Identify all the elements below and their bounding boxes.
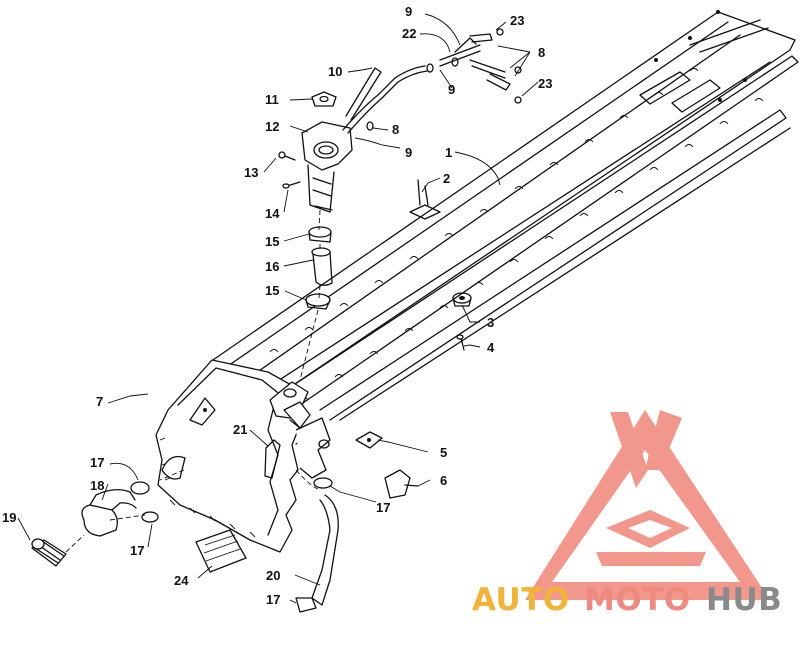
gasket-part-11	[311, 91, 337, 107]
callout-9a: 9	[405, 4, 412, 19]
pad-part-24	[195, 529, 247, 573]
screw-part-13	[278, 151, 296, 161]
brand-word-moto: MOTO	[584, 582, 691, 618]
callout-11: 11	[265, 92, 279, 107]
callout-3: 3	[487, 315, 494, 330]
hose-part-20	[311, 494, 339, 606]
plug-part-2	[409, 179, 441, 220]
tee-part-22	[439, 33, 511, 91]
assembly-line-neck	[299, 209, 321, 381]
callout-10: 10	[328, 64, 342, 79]
callout-9b: 9	[448, 82, 455, 97]
callout-17c: 17	[376, 500, 390, 515]
callout-21: 21	[233, 422, 247, 437]
fuel-tank-part-7	[155, 359, 331, 553]
leader-lines	[17, 13, 539, 604]
callout-14: 14	[265, 206, 280, 221]
callout-7: 7	[96, 394, 103, 409]
callout-8b: 8	[392, 122, 399, 137]
callout-1: 1	[445, 145, 452, 160]
callout-19: 19	[2, 510, 16, 525]
callout-23b: 23	[538, 76, 552, 91]
callout-15b: 15	[265, 283, 279, 298]
callout-20: 20	[266, 568, 280, 583]
vent-tube-part-10	[342, 65, 428, 134]
callout-4: 4	[487, 340, 495, 355]
clamp-part-17-b	[141, 511, 159, 523]
clamp-part-15-upper	[308, 226, 332, 243]
clamp-part-17-a	[130, 481, 150, 495]
callout-6: 6	[440, 473, 447, 488]
callout-18: 18	[90, 478, 104, 493]
elbow-fitting-tank	[161, 455, 186, 480]
brand-word-auto: AUTO	[472, 582, 570, 618]
callout-13: 13	[244, 165, 258, 180]
filler-neck-part-12	[301, 121, 353, 213]
screw-part-4	[456, 334, 465, 351]
callout-5: 5	[440, 445, 447, 460]
brand-word-hub: HUB	[706, 582, 782, 618]
grommet-part-3	[452, 292, 472, 307]
callout-16: 16	[265, 259, 279, 274]
brand-wordmark: AUTO MOTO HUB	[472, 582, 782, 618]
callout-9c: 9	[405, 145, 412, 160]
bracket-part-6	[384, 469, 419, 499]
clamp-part-17-c	[313, 477, 333, 489]
callout-22: 22	[402, 26, 416, 41]
callout-labels: 1 2 3 4 5 6 7 8 8 9 9 9 10 11 12 13 14 1…	[2, 4, 552, 607]
assembly-line-tank	[65, 469, 321, 553]
hose-part-18	[81, 488, 137, 537]
screw-part-14	[282, 181, 301, 189]
tunnel-rail-assembly	[209, 10, 799, 421]
callout-17d: 17	[266, 592, 280, 607]
callout-8a: 8	[538, 45, 545, 60]
callout-17a: 17	[90, 455, 104, 470]
clamp-part-15-lower	[305, 293, 331, 310]
callout-23a: 23	[510, 13, 524, 28]
clamp-part-17-d	[295, 597, 317, 613]
bracket-part-5	[355, 431, 383, 449]
callout-12: 12	[265, 119, 279, 134]
hose-part-19	[31, 538, 67, 567]
brand-logo	[525, 410, 770, 600]
callout-17b: 17	[130, 543, 144, 558]
callout-24: 24	[174, 573, 189, 588]
callout-15a: 15	[265, 234, 279, 249]
callout-2: 2	[443, 171, 450, 186]
strap-part-21	[264, 439, 281, 479]
valves-part-23	[496, 28, 522, 104]
hose-part-16	[311, 247, 333, 286]
